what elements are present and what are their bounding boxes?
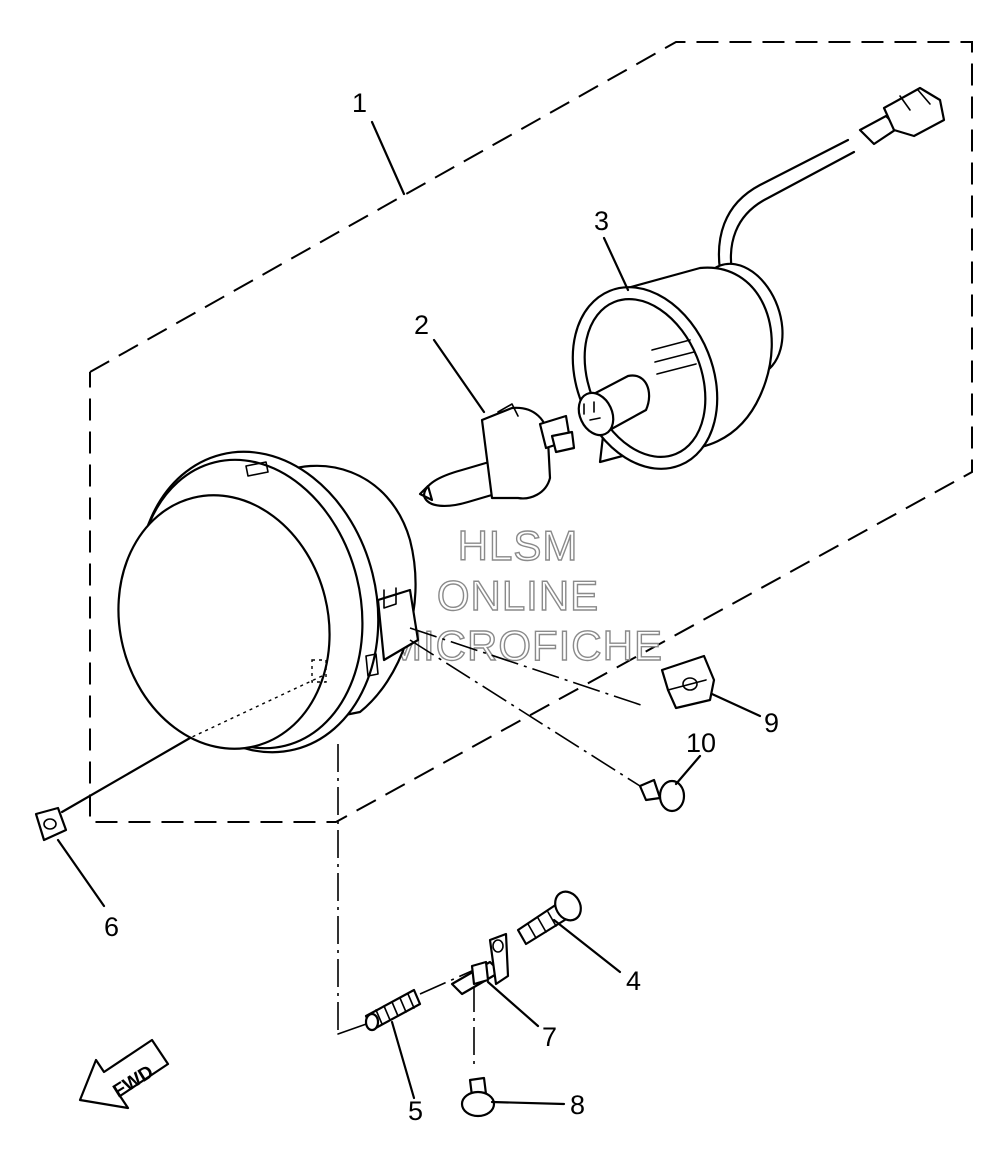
part-5-spring (364, 988, 422, 1032)
part-4-adjust-screw (516, 890, 582, 946)
arrow-left-down-icon (78, 1038, 170, 1110)
callout-7: 7 (542, 1022, 557, 1052)
callout-5: 5 (408, 1096, 423, 1126)
callouts: 1 2 3 4 5 6 7 8 9 10 (56, 88, 779, 1126)
fwd-direction-marker: FWD (78, 1038, 170, 1110)
watermark-line-2: ONLINE (437, 572, 599, 619)
part-8-bolt (460, 1076, 496, 1118)
callout-1: 1 (352, 88, 367, 118)
callout-2: 2 (414, 310, 429, 340)
callout-6: 6 (104, 912, 119, 942)
assembly-boundary (89, 41, 973, 823)
callout-4: 4 (626, 966, 641, 996)
callout-8: 8 (570, 1090, 585, 1120)
part-9-clip (660, 654, 716, 710)
part-10-screw (638, 778, 686, 813)
part-7-bracket (450, 932, 510, 996)
headlight-lens (117, 494, 331, 750)
callout-10: 10 (686, 728, 716, 758)
part-2-bulb (418, 403, 576, 508)
callout-3: 3 (594, 206, 609, 236)
bulb-flange (480, 406, 552, 500)
center-lines (60, 627, 645, 1066)
part-6-nut (34, 806, 68, 842)
watermark-line-1: HLSM (458, 522, 579, 569)
callout-9: 9 (764, 708, 779, 738)
harness-wire (717, 138, 850, 272)
part-1-headlight-unit (117, 450, 420, 754)
watermark-line-3: MICROFICHE (387, 622, 663, 669)
watermark: HLSM ONLINE MICROFICHE (386, 521, 663, 669)
part-3-socket-cover (571, 86, 946, 470)
